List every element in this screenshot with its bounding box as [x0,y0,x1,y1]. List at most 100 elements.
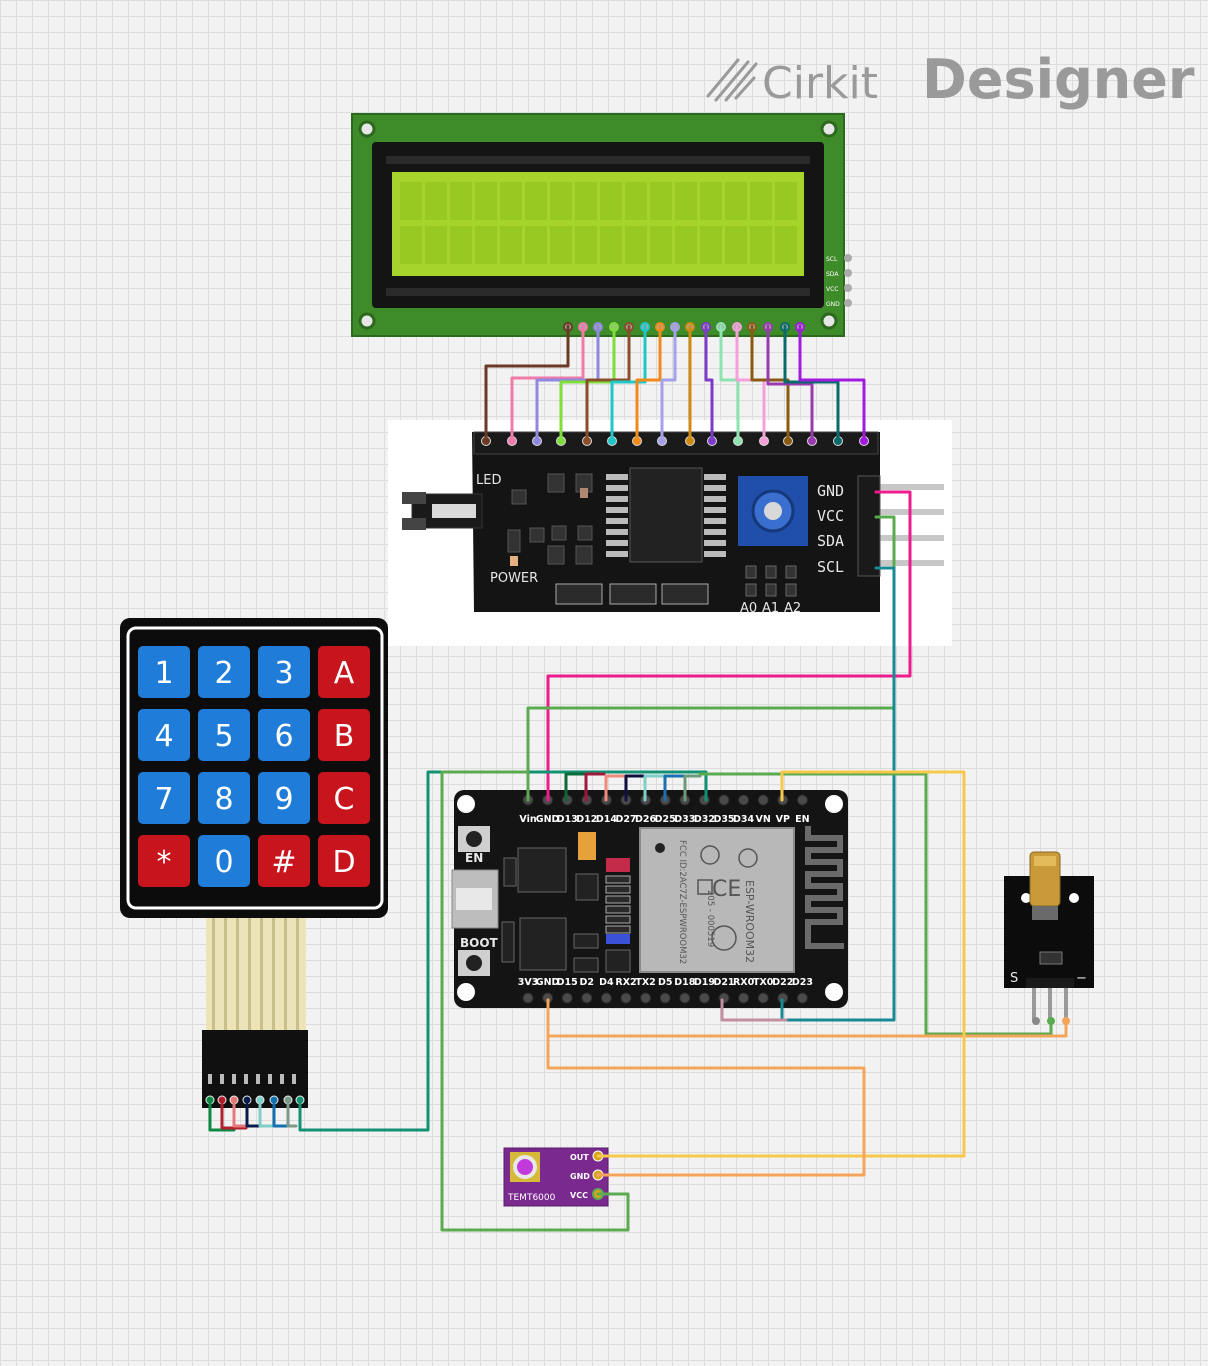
key-8[interactable]: 8 [198,772,250,824]
wire-lcd-8[interactable] [660,324,677,442]
lcd-side-pin-label: SCL [826,256,838,263]
esp32-pin[interactable] [659,992,671,1004]
resistor [580,488,588,498]
lcd-char-cell [500,182,522,220]
wire-temt-gnd[interactable] [546,998,866,1177]
key-7[interactable]: 7 [138,772,190,824]
esp32-pin[interactable] [698,794,710,806]
wire-esp-d25[interactable] [663,774,686,802]
wire-keypad-8[interactable] [298,770,708,1132]
boot-button[interactable] [458,950,490,976]
wire-keypad-2[interactable] [220,1098,248,1130]
wire-lcd-2[interactable] [510,324,585,442]
chip-leg [704,496,726,502]
wire-keypad-7[interactable] [286,1098,298,1128]
esp32-pin-label: D26 [635,814,656,825]
key-5[interactable]: 5 [198,709,250,761]
wire-esp-d12[interactable] [584,772,606,802]
key-c[interactable]: C [318,772,370,824]
en-button[interactable] [458,826,490,852]
esp32-pin[interactable] [561,992,573,1004]
lcd-side-pin-dot[interactable] [844,284,852,292]
key-star[interactable]: * [138,835,190,887]
lcd-char-cell [575,226,597,264]
wire-lcd-13[interactable] [750,324,790,442]
esp32-pin[interactable] [698,992,710,1004]
esp32-pin[interactable] [640,992,652,1004]
esp32-pin-label: D34 [733,814,754,825]
esp32-pin[interactable] [581,992,593,1004]
esp32-pin[interactable] [738,794,750,806]
lcd-side-pin-dot[interactable] [844,269,852,277]
lcd-side-pin-dot[interactable] [844,299,852,307]
power-led [510,556,518,566]
i2c-backpack-module[interactable]: LED POWER A0 A1 A2 [388,420,952,646]
key-2[interactable]: 2 [198,646,250,698]
chip-leg [606,529,628,535]
key-9[interactable]: 9 [258,772,310,824]
wire-i2c-sda[interactable] [720,998,788,1022]
key-d[interactable]: D [318,835,370,887]
wire-lcd-14[interactable] [766,324,814,442]
wire-lcd-11[interactable] [719,324,740,442]
wire-esp-d13[interactable] [564,772,586,802]
key-0[interactable]: 0 [198,835,250,887]
esp32-pin[interactable] [620,992,632,1004]
wire-lcd-3[interactable] [535,324,600,442]
connector-tick [208,1074,212,1084]
key-1[interactable]: 1 [138,646,190,698]
esp32-devkit[interactable]: EN BOOT FCC ID:2AC7Z-ESPWROOM32 205 [451,790,848,1008]
esp32-pin[interactable] [796,794,808,806]
wire-esp-d14[interactable] [604,774,626,802]
esp32-pin-label: Vin [519,814,536,825]
wire-esp-d33[interactable] [683,774,702,802]
temt6000-sensor[interactable]: TEMT6000 OUT GND VCC [503,1147,609,1207]
esp32-pin-label: D23 [792,977,813,988]
esp32-pin[interactable] [796,992,808,1004]
lcd-char-cell [625,226,647,264]
key-b[interactable]: B [318,709,370,761]
wire-lcd-7[interactable] [635,324,662,442]
wire-esp-d27[interactable] [624,774,646,802]
esp32-pin[interactable] [757,992,769,1004]
wire-temt-vcc[interactable] [440,770,630,1232]
wire-lcd-15[interactable] [783,324,840,442]
wire-laser-vcc[interactable] [698,772,1053,1036]
wire-i2c-gnd[interactable] [546,490,912,802]
key-hash[interactable]: # [258,835,310,887]
key-a[interactable]: A [318,646,370,698]
key-6[interactable]: 6 [258,709,310,761]
lcd-char-cell [425,182,447,220]
wire-keypad-1[interactable] [208,1098,236,1132]
wire-i2c-scl[interactable] [780,566,896,1022]
wire-lcd-10[interactable] [704,324,714,442]
wire-lcd-16[interactable] [798,324,866,442]
wire-keypad-6[interactable] [272,1098,294,1128]
wire-lcd-6[interactable] [610,324,647,442]
wire-lcd-5[interactable] [585,324,631,442]
temt-pin-gnd: GND [570,1172,590,1181]
esp32-pin[interactable] [757,794,769,806]
boot-label: BOOT [460,936,499,950]
laser-label-minus: − [1076,971,1087,986]
wire-temt-out[interactable] [596,770,966,1158]
en-button-cap [466,831,482,847]
laser-module[interactable]: S − [1004,851,1094,1025]
key-cap [138,772,190,824]
key-4[interactable]: 4 [138,709,190,761]
chip-leg [704,485,726,491]
esp32-pin[interactable] [600,992,612,1004]
esp32-pin[interactable] [522,992,534,1004]
esp32-pin[interactable] [679,992,691,1004]
lcd-side-pin-dot[interactable] [844,254,852,262]
wire-lcd-1[interactable] [484,324,570,442]
key-3[interactable]: 3 [258,646,310,698]
led-label: LED [476,473,501,488]
led-jumper[interactable] [402,492,483,530]
wire-esp-d26[interactable] [643,774,666,802]
esp32-pin[interactable] [718,794,730,806]
esp32-pin[interactable] [738,992,750,1004]
